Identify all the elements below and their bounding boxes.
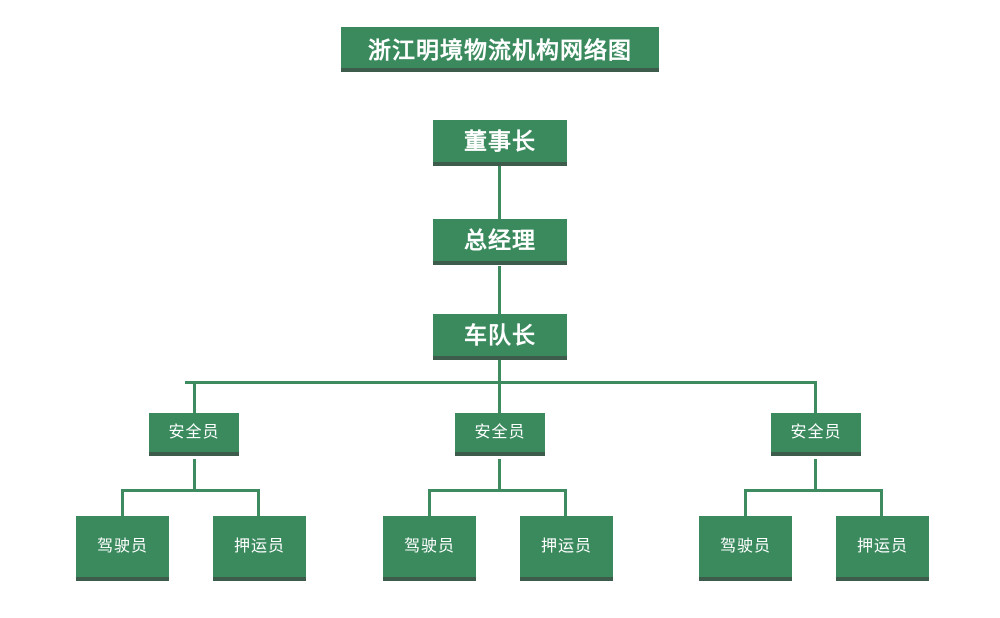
node-escort-1[interactable]: 押运员	[213, 516, 306, 581]
node-fleet-captain[interactable]: 车队长	[433, 314, 567, 360]
node-general-manager[interactable]: 总经理	[433, 219, 567, 265]
connector-bus-2-to-driver	[428, 489, 431, 517]
chart-title-banner: 浙江明境物流机构网络图	[341, 27, 659, 72]
connector-gm-to-fleet-captain	[498, 266, 501, 314]
connector-fleet-captain-stem	[498, 360, 501, 384]
connector-bus-to-safety-1	[193, 381, 196, 413]
node-driver-1[interactable]: 驾驶员	[76, 516, 169, 581]
node-chairman[interactable]: 董事长	[433, 120, 567, 166]
connector-safety-3-stem	[814, 459, 817, 490]
connector-bus-3-to-driver	[744, 489, 747, 517]
node-driver-3[interactable]: 驾驶员	[699, 516, 792, 581]
node-escort-2[interactable]: 押运员	[520, 516, 613, 581]
connector-staff-bus-3	[744, 489, 883, 492]
connector-safety-1-stem	[193, 459, 196, 490]
connector-staff-bus-1	[121, 489, 260, 492]
node-safety-officer-3[interactable]: 安全员	[771, 413, 861, 456]
connector-bus-to-safety-2	[498, 381, 501, 413]
connector-safety-bus	[185, 381, 817, 384]
node-safety-officer-1[interactable]: 安全员	[149, 413, 239, 456]
connector-bus-2-to-escort	[564, 489, 567, 517]
connector-staff-bus-2	[428, 489, 567, 492]
node-escort-3[interactable]: 押运员	[836, 516, 929, 581]
connector-bus-1-to-driver	[121, 489, 124, 517]
connector-safety-2-stem	[498, 459, 501, 490]
node-safety-officer-2[interactable]: 安全员	[455, 413, 545, 456]
connector-bus-1-to-escort	[257, 489, 260, 517]
connector-bus-3-to-escort	[880, 489, 883, 517]
connector-bus-to-safety-3	[814, 381, 817, 413]
node-driver-2[interactable]: 驾驶员	[383, 516, 476, 581]
connector-chairman-to-gm	[498, 166, 501, 219]
